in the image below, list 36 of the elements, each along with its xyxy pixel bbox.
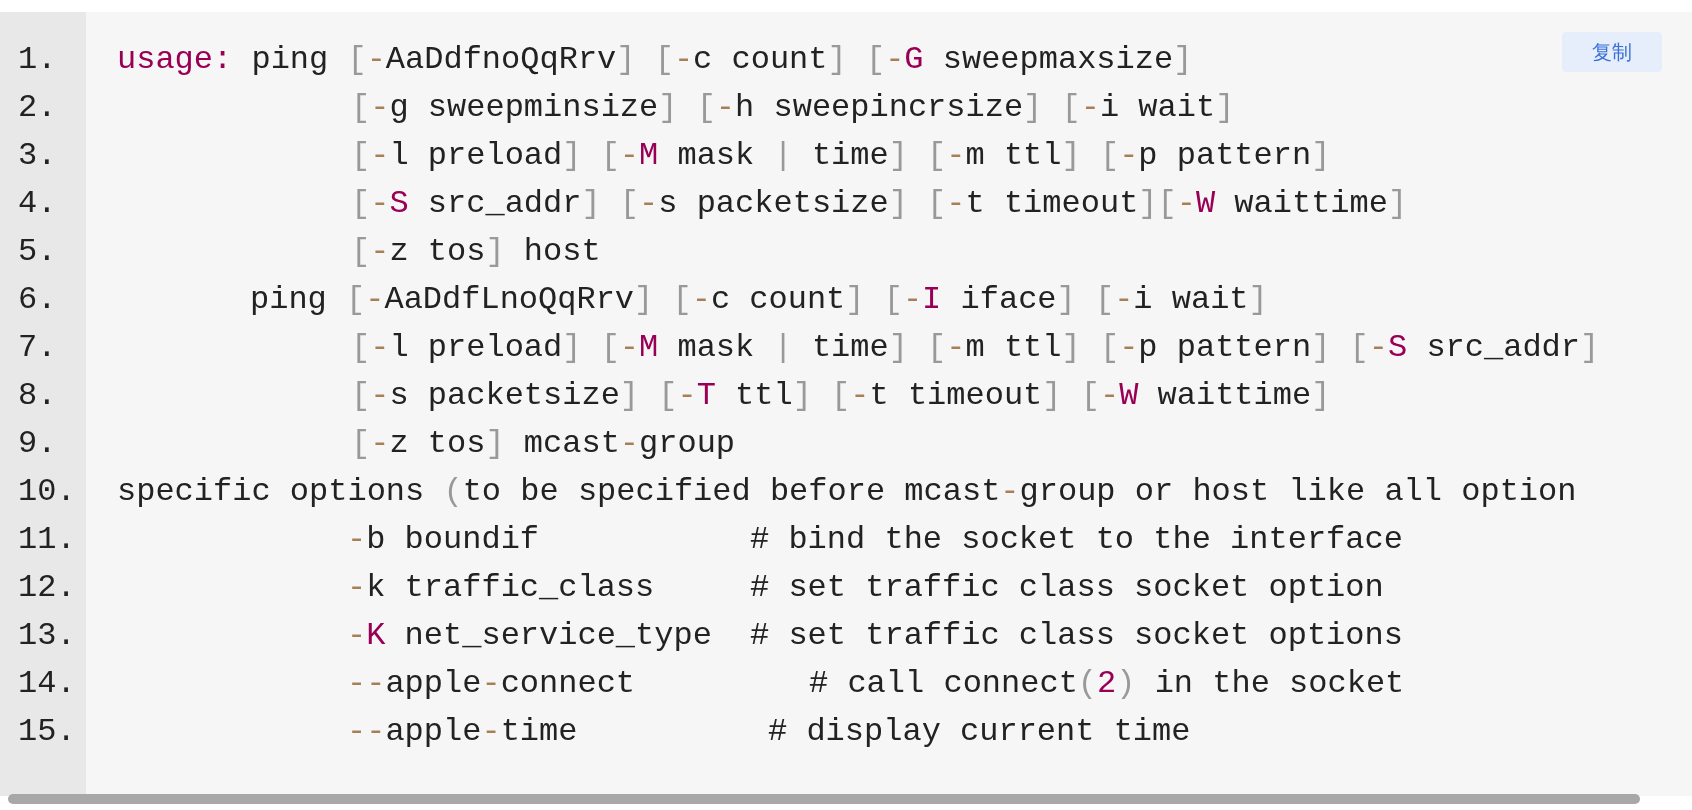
- code-line: ping [-AaDdfLnoQqRrv] [-c count] [-I iface] [-i wait]: [250, 280, 1268, 320]
- code-comment: # set traffic class socket options: [750, 616, 1403, 656]
- line-number: 2.: [18, 88, 57, 128]
- code-line: [-z tos] mcast-group: [351, 424, 736, 464]
- line-number: 11.: [18, 520, 76, 560]
- line-number: 9.: [18, 424, 57, 464]
- copy-button: 复制: [1562, 32, 1662, 72]
- line-number: 4.: [18, 184, 57, 224]
- line-number: 15.: [18, 712, 76, 752]
- code-line: [-S src_addr] [-s packetsize] [-t timeout][-W waittime]: [351, 184, 1408, 224]
- code-line: usage: ping [-AaDdfnoQqRrv] [-c count] [-G sweepmaxsize]: [117, 40, 1193, 80]
- line-number: 12.: [18, 568, 76, 608]
- line-number: 10.: [18, 472, 76, 512]
- line-number: 7.: [18, 328, 57, 368]
- code-comment: # bind the socket to the interface: [750, 520, 1403, 560]
- code-line: [-g sweepminsize] [-h sweepincrsize] [-i wait]: [351, 88, 1235, 128]
- code-comment: # display current time: [768, 712, 1191, 752]
- code-line: [-s packetsize] [-T ttl] [-t timeout] [-W waittime]: [351, 376, 1331, 416]
- code-line: --apple-connect: [347, 664, 636, 704]
- line-number: 1.: [18, 40, 57, 80]
- line-number: 3.: [18, 136, 57, 176]
- code-line: -k traffic_class: [347, 568, 655, 608]
- line-number: 6.: [18, 280, 57, 320]
- line-number: 14.: [18, 664, 76, 704]
- line-number: 5.: [18, 232, 57, 272]
- line-number: 8.: [18, 376, 57, 416]
- code-line: [-l preload] [-M mask | time] [-m ttl] [-p pattern]: [351, 136, 1331, 176]
- code-line: specific options (to be specified before mcast-group or host like all option: [117, 472, 1577, 512]
- code-comment: # call connect(2) in the socket: [809, 664, 1405, 704]
- code-comment: # set traffic class socket option: [750, 568, 1384, 608]
- code-line: [-l preload] [-M mask | time] [-m ttl] [-p pattern] [-S src_addr]: [351, 328, 1600, 368]
- code-line: -b boundif: [347, 520, 540, 560]
- code-line: [-z tos] host: [351, 232, 601, 272]
- code-line: -K net_service_type: [347, 616, 712, 656]
- code-line: --apple-time: [347, 712, 578, 752]
- line-number: 13.: [18, 616, 76, 656]
